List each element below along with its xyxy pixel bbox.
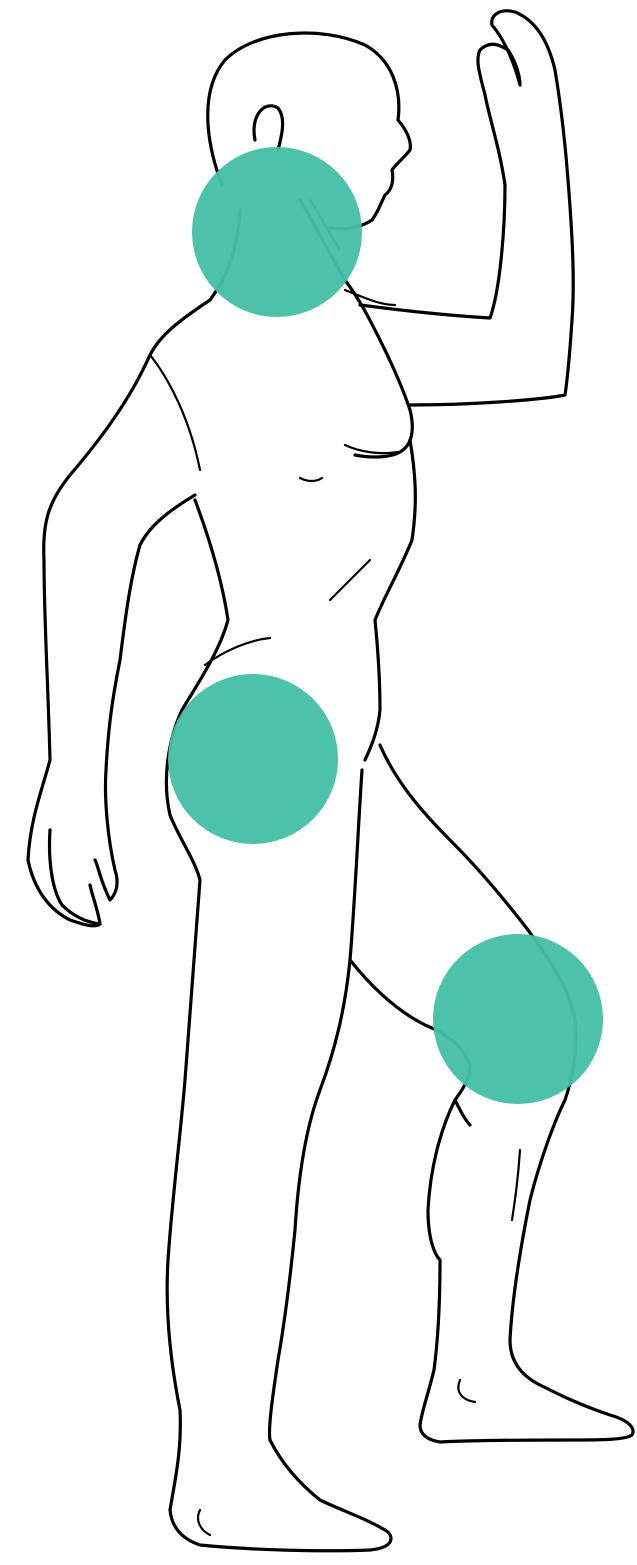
back-leg-outline xyxy=(166,500,391,1551)
hip-marker[interactable] xyxy=(168,674,338,844)
collarbone-line xyxy=(345,290,395,305)
navel-mark xyxy=(300,478,322,481)
ankle-line-back xyxy=(198,1510,210,1535)
calf-line xyxy=(512,1150,520,1220)
chest-outline xyxy=(355,340,412,457)
marker-layer xyxy=(168,147,603,1104)
knee-marker[interactable] xyxy=(433,934,603,1104)
neck-marker[interactable] xyxy=(192,147,362,317)
shoulder-blade-line xyxy=(150,355,200,470)
raised-arm-outline xyxy=(360,11,573,405)
raised-knee-back xyxy=(455,1100,470,1125)
raised-shin-outline xyxy=(420,1100,633,1442)
rib-line xyxy=(330,560,370,600)
ear-outline xyxy=(254,106,283,150)
body-details xyxy=(150,200,520,1535)
standing-leg-front xyxy=(269,770,362,1440)
ankle-line-front xyxy=(458,1380,475,1402)
abdomen-outline xyxy=(365,440,415,760)
pectoral-line xyxy=(345,445,398,453)
